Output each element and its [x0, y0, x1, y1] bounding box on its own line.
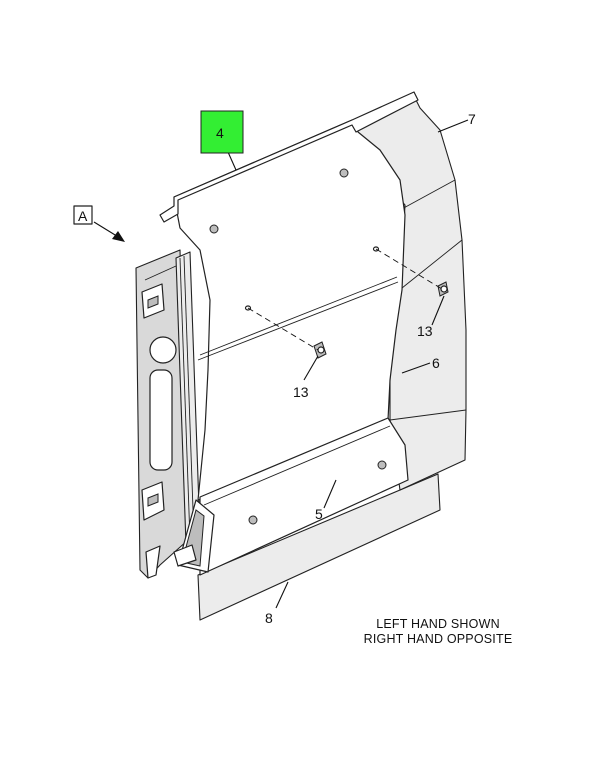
callout-part-5: 5 — [315, 506, 323, 522]
mounting-bracket — [135, 249, 189, 579]
fasteners — [209, 168, 387, 525]
callout-part-6: 6 — [432, 355, 440, 371]
callout-part-8: 8 — [265, 610, 273, 626]
note-line-2: RIGHT HAND OPPOSITE — [364, 632, 513, 646]
top-flange-part-4 — [159, 91, 419, 223]
leader-lines — [227, 119, 469, 609]
callout-part-13-left: 13 — [293, 384, 309, 400]
callout-4-highlight — [200, 110, 244, 154]
callout-view-a: A — [78, 208, 88, 224]
callout-part-13-right: 13 — [417, 323, 433, 339]
main-panel-part-6 — [173, 119, 406, 501]
callout-part-7: 7 — [468, 111, 476, 127]
view-a-indicator — [73, 205, 125, 242]
bolt-part-13-right — [437, 281, 449, 297]
bolt-part-13-left — [313, 341, 327, 359]
install-paths — [247, 248, 443, 351]
lower-panel-part-8 — [197, 473, 441, 621]
lower-trim-part-5 — [173, 417, 409, 576]
callout-part-4: 4 — [216, 125, 224, 141]
note-line-1: LEFT HAND SHOWN — [376, 617, 500, 631]
